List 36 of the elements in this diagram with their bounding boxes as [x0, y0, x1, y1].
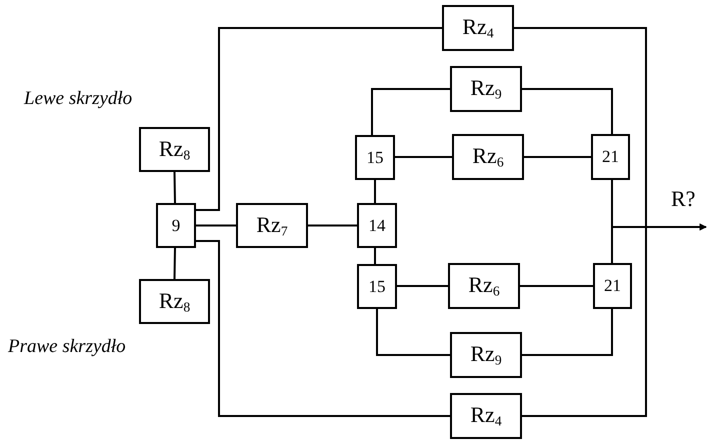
connector-line	[522, 88, 613, 134]
resistor-box: Rz$_{4}$	[442, 5, 514, 51]
resistor-box: Rz$_{6}$	[452, 134, 524, 180]
connector-line	[374, 248, 376, 264]
arrow	[611, 224, 707, 263]
resistor-box: Rz$_{7}$	[236, 203, 308, 248]
connector-line	[514, 27, 647, 417]
connector-line	[374, 180, 376, 203]
junction-box: 21	[593, 263, 632, 309]
connector-line	[371, 88, 450, 135]
junction-box: 21	[591, 134, 630, 180]
resistor-box: Rz$_{6}$	[448, 263, 520, 309]
connector-line	[376, 309, 450, 356]
connector-line	[174, 172, 176, 204]
resistor-box: Rz$_{8}$	[139, 127, 210, 172]
connector-line	[196, 240, 450, 417]
junction-box: 9	[156, 203, 196, 248]
resistor-box: Rz$_{8}$	[139, 279, 210, 324]
junction-box: 15	[357, 264, 397, 309]
output-label: R?	[671, 186, 696, 212]
junction-box: 14	[357, 203, 397, 248]
wing-label: Prawe skrzydło	[8, 336, 126, 358]
resistor-box: Rz$_{4}$	[450, 393, 522, 439]
connector-line	[196, 224, 236, 226]
connector-line	[308, 224, 357, 226]
connector-line	[397, 285, 448, 287]
connector-line	[524, 156, 591, 158]
resistor-box: Rz$_{9}$	[450, 332, 522, 378]
wing-label: Lewe skrzydło	[24, 88, 132, 110]
resistor-box: Rz$_{9}$	[450, 66, 522, 112]
connector-line	[395, 156, 452, 158]
connector-line	[196, 27, 442, 211]
connector-line	[520, 285, 593, 287]
connector-line	[522, 309, 613, 356]
junction-box: 15	[355, 135, 395, 180]
connector-line	[174, 248, 176, 280]
